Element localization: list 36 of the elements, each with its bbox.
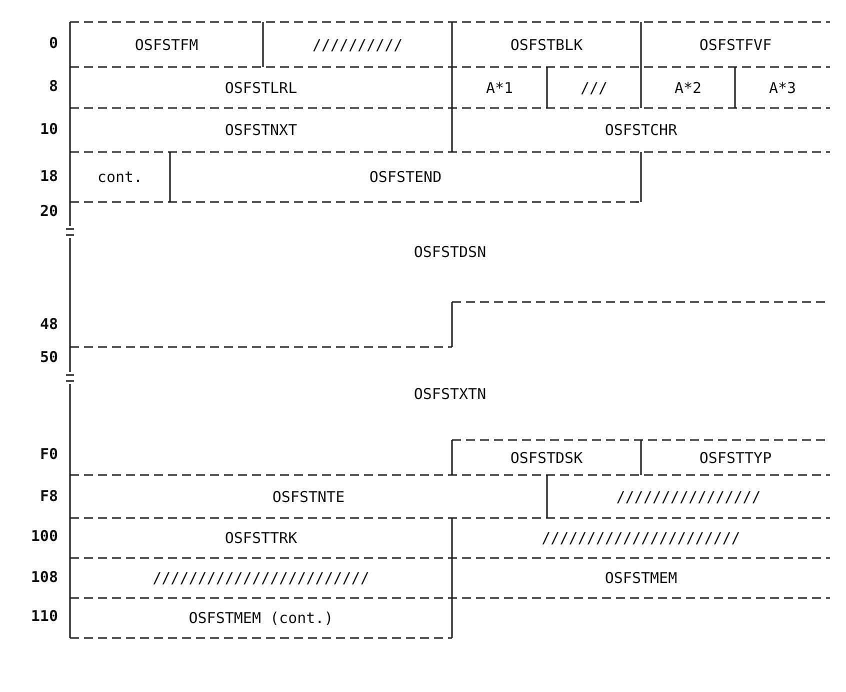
field-name: OSFSTFVF xyxy=(644,25,827,64)
reserved-hatching: //////////////// xyxy=(550,478,827,515)
field-name: A*3 xyxy=(738,70,827,105)
offset-label: 10 xyxy=(38,120,58,138)
field-name: A*2 xyxy=(644,70,732,105)
offset-label: F8 xyxy=(38,487,58,505)
field-name: OSFSTLRL xyxy=(73,70,449,105)
field-name: OSFSTDSK xyxy=(455,443,638,472)
offset-label: 108 xyxy=(30,568,58,586)
field-name: OSFSTCHR xyxy=(455,111,827,149)
field-name: OSFSTNXT xyxy=(73,111,449,149)
reserved-hatching: //////////////////////// xyxy=(73,561,449,595)
field-name: OSFSTTRK xyxy=(73,521,449,555)
offset-label: 20 xyxy=(38,202,58,220)
field-name: OSFSTMEM xyxy=(455,561,827,595)
field-name: OSFSTDSN xyxy=(73,205,827,299)
reserved-hatching: ////////// xyxy=(266,25,449,64)
field-name: cont. xyxy=(73,155,167,199)
field-name: OSFSTNTE xyxy=(73,478,544,515)
offset-label: 0 xyxy=(48,34,58,52)
field-name: OSFSTMEM (cont.) xyxy=(73,601,449,635)
offset-label: F0 xyxy=(38,445,58,463)
offset-label: 50 xyxy=(38,348,58,366)
field-name: OSFSTFM xyxy=(73,25,260,64)
offset-label: 48 xyxy=(38,315,58,333)
offset-label: 110 xyxy=(30,607,58,625)
offset-label: 18 xyxy=(38,167,58,185)
reserved-hatching: ////////////////////// xyxy=(455,521,827,555)
reserved-hatching: /// xyxy=(550,70,638,105)
offset-label: 8 xyxy=(48,77,58,95)
field-name: OSFSTEND xyxy=(173,155,638,199)
field-name: OSFSTTYP xyxy=(644,443,827,472)
field-name: OSFSTBLK xyxy=(455,25,638,64)
offset-label: 100 xyxy=(30,527,58,545)
field-name: OSFSTXTN xyxy=(73,350,827,437)
field-name: A*1 xyxy=(455,70,544,105)
